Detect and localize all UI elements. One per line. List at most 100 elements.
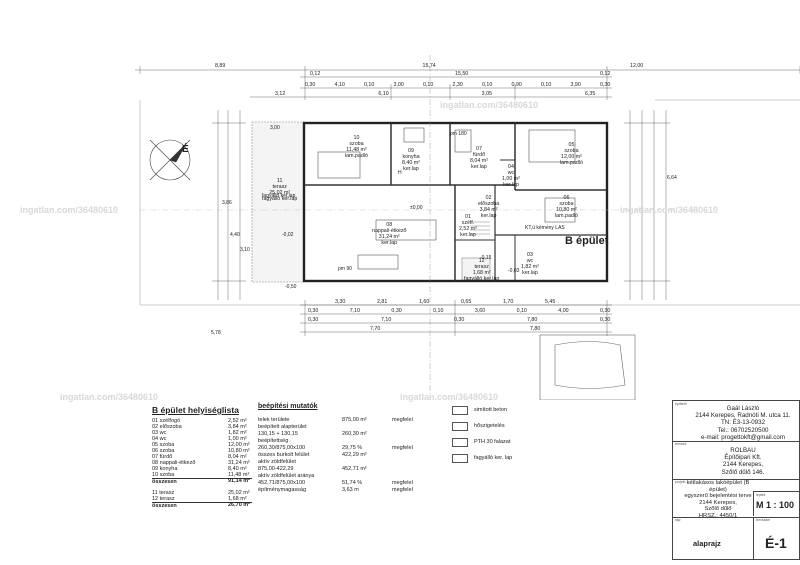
indicator-label: 452,71/875,00x100 [258, 480, 306, 486]
plan-annotation: 5,78 [211, 330, 221, 336]
dim-bottom-row4: 7,80 [530, 326, 541, 332]
dim-top-row1: 12,00 [630, 63, 644, 69]
watermark: ingatlan.com/36480610 [60, 392, 159, 402]
indicator-value: 3,63 m [342, 487, 359, 493]
indicator-label: 875,00-422,29 [258, 466, 294, 472]
indicator-label: 260,30/875,00x100 [258, 445, 306, 451]
owner-label: építtető [675, 402, 687, 406]
floor-plan [135, 55, 800, 400]
dim-bottom-row3: 0,30 [308, 317, 319, 323]
indicator-value: 875,00 m² [342, 417, 367, 423]
north-label: É [182, 144, 189, 155]
watermark: ingatlan.com/36480610 [620, 205, 719, 215]
indicator-value: 51,74 % [342, 480, 363, 486]
designer-line: Szőlő dűlő 146. [721, 468, 765, 476]
owner-line: 2144 Kerepes, Radnóti M. utca 11. [695, 412, 791, 420]
room-list-name: 03 wc [152, 430, 167, 436]
terrace-list-name: 12 terasz [152, 496, 175, 502]
dim-bottom-row1: 2,81 [377, 299, 388, 305]
project-cell: projekt kétlakásos lakóépület (B épület)… [673, 479, 799, 519]
room-list-area: 12,00 m² [228, 442, 250, 448]
watermark: ingatlan.com/36480610 [400, 392, 499, 402]
dim-bottom-row2: 3,60 [474, 308, 486, 314]
dim-bottom-row2: 0,30 [308, 308, 319, 314]
room-list-total-label: összesen [152, 478, 252, 485]
room-list-name: 10 szoba [152, 472, 175, 478]
dim-bottom-row2: 0,10 [433, 308, 444, 314]
building-label: B épület [565, 235, 609, 247]
dim-top-row3: 3,00 [393, 82, 404, 88]
room-list-title: B épület helyiséglista [152, 405, 239, 415]
watermark: ingatlan.com/36480610 [20, 205, 119, 215]
project-text: kétlakásos lakóépület (B épület)egyszerű… [683, 480, 753, 519]
dim-bottom-row3: 0,30 [454, 317, 465, 323]
number-label: tervszám [756, 518, 771, 522]
terrace-list-area: 25,02 m² [228, 490, 250, 496]
dim-top-row4: 3,05 [481, 91, 492, 97]
room-list-area: 11,48 m² [228, 472, 250, 478]
dim-top-row3: 0,90 [511, 82, 522, 88]
dim-bottom-row2: 0,30 [391, 308, 402, 314]
indicator-status: megfelel [392, 480, 413, 486]
dim-top-row1: 15,74 [422, 63, 436, 69]
legend-label: simított beton [474, 407, 508, 413]
scale-cell: lépték M 1 : 100 [753, 491, 799, 516]
room-list-name: 01 szélfogó [152, 418, 181, 424]
dim-bottom-row2: 0,10 [516, 308, 527, 314]
indicator-label: beépített alapterület [258, 424, 307, 430]
indicator-label: összes burkolt felület [258, 452, 310, 458]
indicator-value: 260,30 m² [342, 431, 367, 437]
indicator-status: megfelel [392, 487, 413, 493]
project-line: HRSZ.: 4450/1 [698, 512, 738, 519]
plan-annotation: -0,02 [282, 232, 294, 238]
building-indicators-title: beépítési mutatók [258, 403, 318, 410]
legend-swatch [452, 406, 468, 415]
indicator-status: megfelel [392, 445, 413, 451]
dim-top-row2: 0,12 [600, 71, 611, 77]
dim-top-row4: 6,10 [378, 91, 389, 97]
room-list-name: 06 szoba [152, 448, 175, 454]
room-list-area: 1,00 m² [228, 436, 247, 442]
indicator-value: 452,71 m² [342, 466, 367, 472]
room-list-area: 8,40 m² [228, 466, 247, 472]
watermark: ingatlan.com/36480610 [440, 100, 539, 110]
dim-bottom-row4: 7,70 [370, 326, 381, 332]
room-list-area: 8,04 m² [228, 454, 247, 460]
room-list-area: 1,82 m² [228, 430, 247, 436]
dim-bottom-row2: 7,10 [349, 308, 361, 314]
room-list-name: 04 wc [152, 436, 167, 442]
dim-bottom-row2: 4,00 [558, 308, 569, 314]
plan-annotation: 3,00 [270, 125, 280, 131]
plan-annotation: -0,15 [480, 255, 492, 261]
room-list-name: 08 nappali-étkező [152, 460, 196, 466]
project-line: kétlakásos lakóépület (B épület) [686, 480, 750, 493]
scale-value: M 1 : 100 [756, 500, 795, 510]
dim-bottom-row1: 0,65 [461, 299, 472, 305]
dim-top-row3: 0,10 [541, 82, 552, 88]
terrace-list-name: 11 terasz [152, 490, 175, 496]
plan-annotation: pm 180 [450, 131, 467, 137]
indicator-label: telek területe [258, 417, 290, 423]
number-cell: tervszám É-1 [753, 517, 799, 559]
plan-annotation: KT,ú kémény LAS [525, 225, 565, 231]
room-list-name: 05 szoba [152, 442, 175, 448]
project-line: egyszerű bejelentési terve [684, 493, 752, 499]
room-list-area: 2,52 m² [228, 418, 247, 424]
designer-label: tervező [675, 442, 687, 446]
indicator-label: építménymagasság [258, 487, 306, 493]
room-list-area: 10,80 m² [228, 448, 250, 454]
dim-top-row3: 3,90 [570, 82, 581, 88]
indicator-label: beépítettség [258, 438, 289, 444]
legend-swatch [452, 454, 468, 463]
plan-annotation: ±0,00 [410, 205, 423, 211]
room-list-total-value: 91,14 m² [228, 478, 251, 484]
